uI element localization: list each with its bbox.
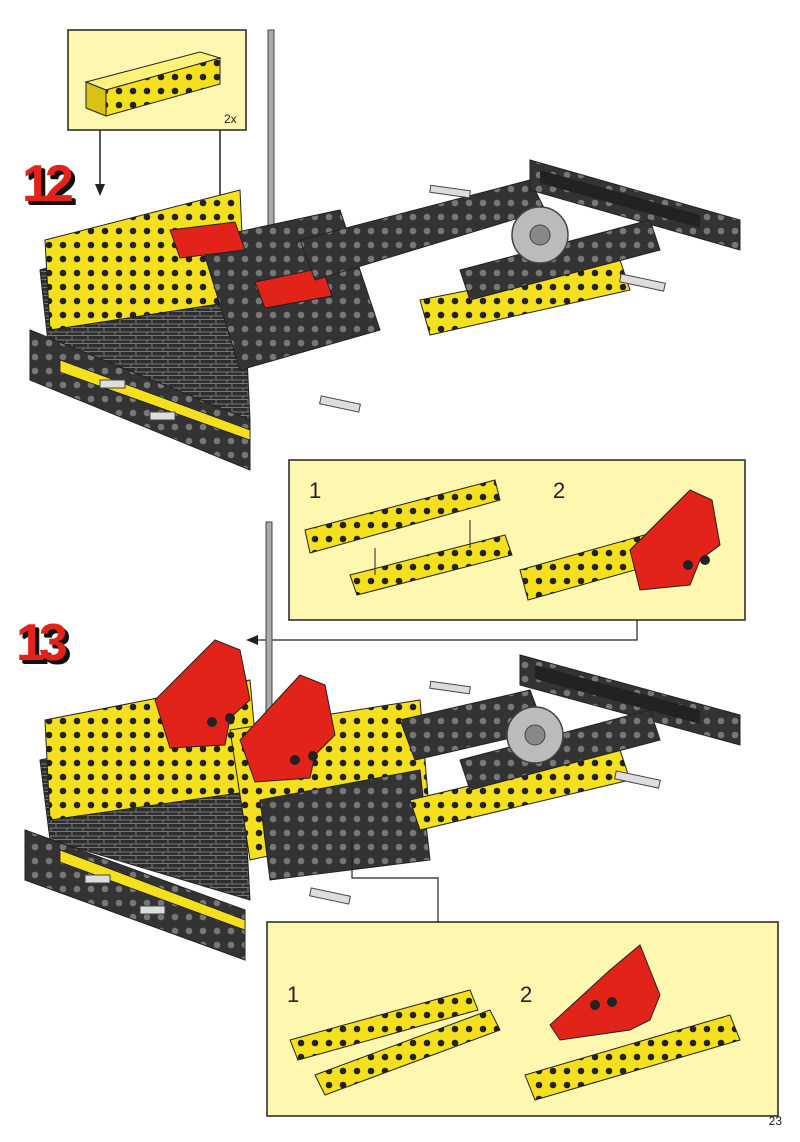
step13-callout-top-sub2: 2	[553, 478, 566, 503]
step13-callout-bottom-sub1: 1	[287, 982, 300, 1007]
step13-callout-top	[288, 459, 746, 621]
step13-callout-bottom-sub2: 2	[520, 982, 533, 1007]
step13-number: 13	[16, 614, 68, 672]
step13-callout-top-sub1: 1	[309, 478, 322, 503]
step13-illustration	[24, 521, 741, 961]
step12-quantity-label: 2x	[224, 112, 237, 126]
step12-illustration	[29, 29, 741, 471]
step13-callout-bottom	[266, 921, 779, 1117]
step12-number: 12	[22, 155, 74, 213]
page-number: 23	[768, 1114, 782, 1128]
yellow-beam-part	[84, 51, 222, 117]
